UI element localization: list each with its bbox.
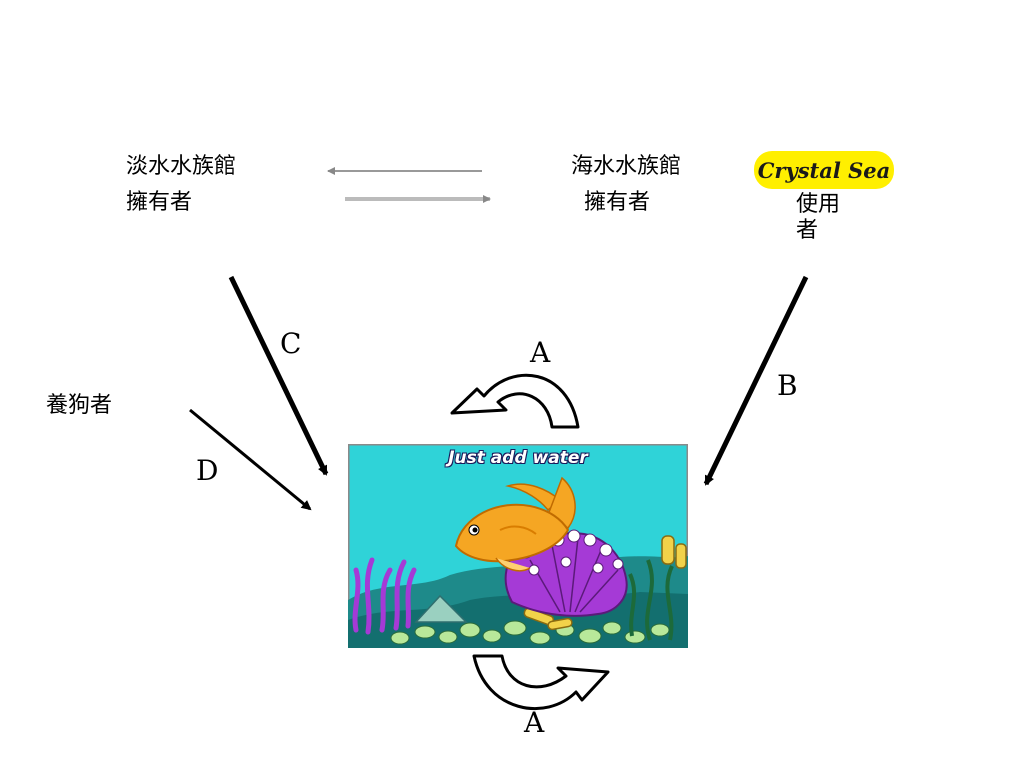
freshwater-owner-label-line2: 擁有者	[126, 190, 193, 215]
dog-owner-label: 養狗者	[46, 393, 113, 418]
fish-graphic	[454, 476, 576, 572]
crystal-sea-logo: Crystal Sea	[754, 151, 894, 189]
freshwater-owner-label-line1: 淡水水族館	[126, 154, 237, 179]
arrow-label-a-bottom: A	[524, 706, 545, 739]
arrow-label-c: C	[280, 327, 302, 360]
arrow-a-top	[450, 373, 580, 429]
arrow-label-a-top: A	[530, 336, 551, 369]
saltwater-owner-label-line2: 擁有者	[584, 190, 651, 215]
arrow-a-bottom	[472, 654, 610, 711]
arrow-c	[228, 275, 329, 476]
arrow-d	[189, 408, 312, 511]
arrow-b	[703, 275, 809, 486]
product-caption: Just add water	[448, 448, 588, 468]
user-label-line1: 使用	[796, 192, 841, 217]
arrow-label-b: B	[777, 369, 798, 402]
aquarium-product-image	[348, 444, 688, 648]
arrow-label-d: D	[196, 454, 219, 487]
user-label-line2: 者	[796, 218, 819, 243]
saltwater-owner-label-line1: 海水水族館	[571, 154, 682, 179]
